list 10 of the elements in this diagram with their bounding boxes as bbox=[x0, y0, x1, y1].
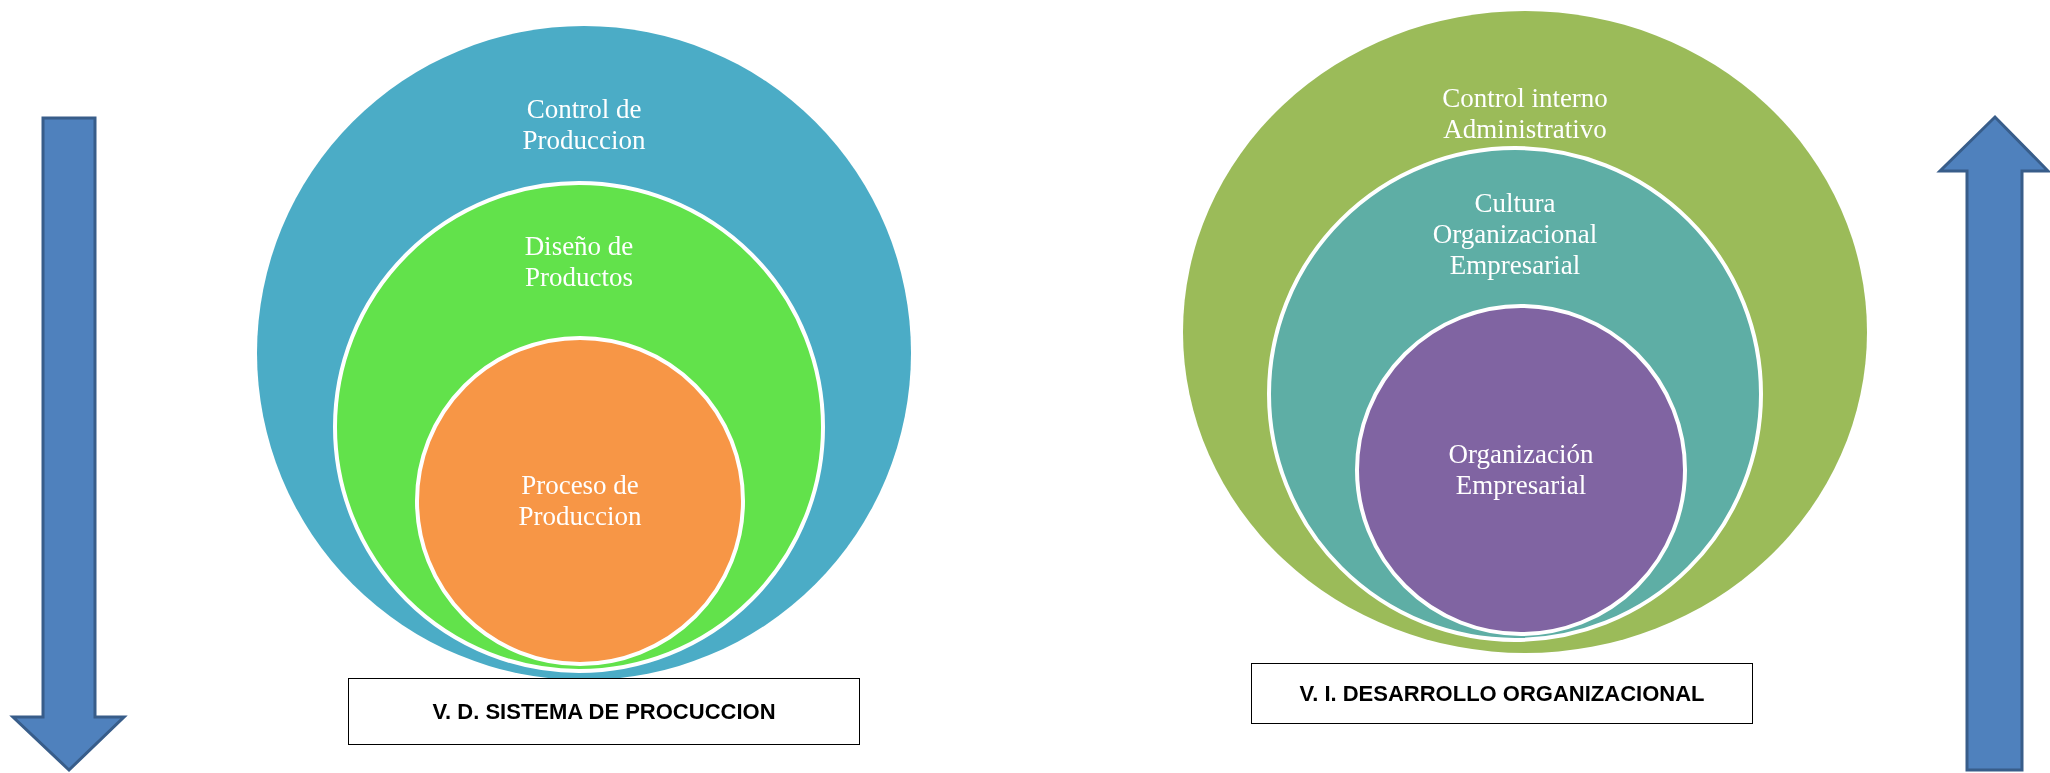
caption-box bbox=[1251, 663, 1753, 724]
node-label: Proceso de Produccion bbox=[517, 470, 643, 532]
node-label: Diseño de Productos bbox=[523, 231, 635, 293]
node-label: V. I. DESARROLLO ORGANIZACIONAL bbox=[1299, 680, 1705, 706]
caption-box bbox=[348, 678, 860, 745]
node-label: Control interno Administrativo bbox=[1441, 83, 1609, 145]
node-label: Cultura Organizacional Empresarial bbox=[1431, 188, 1599, 281]
node-label: Organización Empresarial bbox=[1447, 439, 1595, 501]
node-label: V. D. SISTEMA DE PROCUCCION bbox=[432, 698, 776, 724]
node-label: Control de Produccion bbox=[521, 94, 647, 156]
